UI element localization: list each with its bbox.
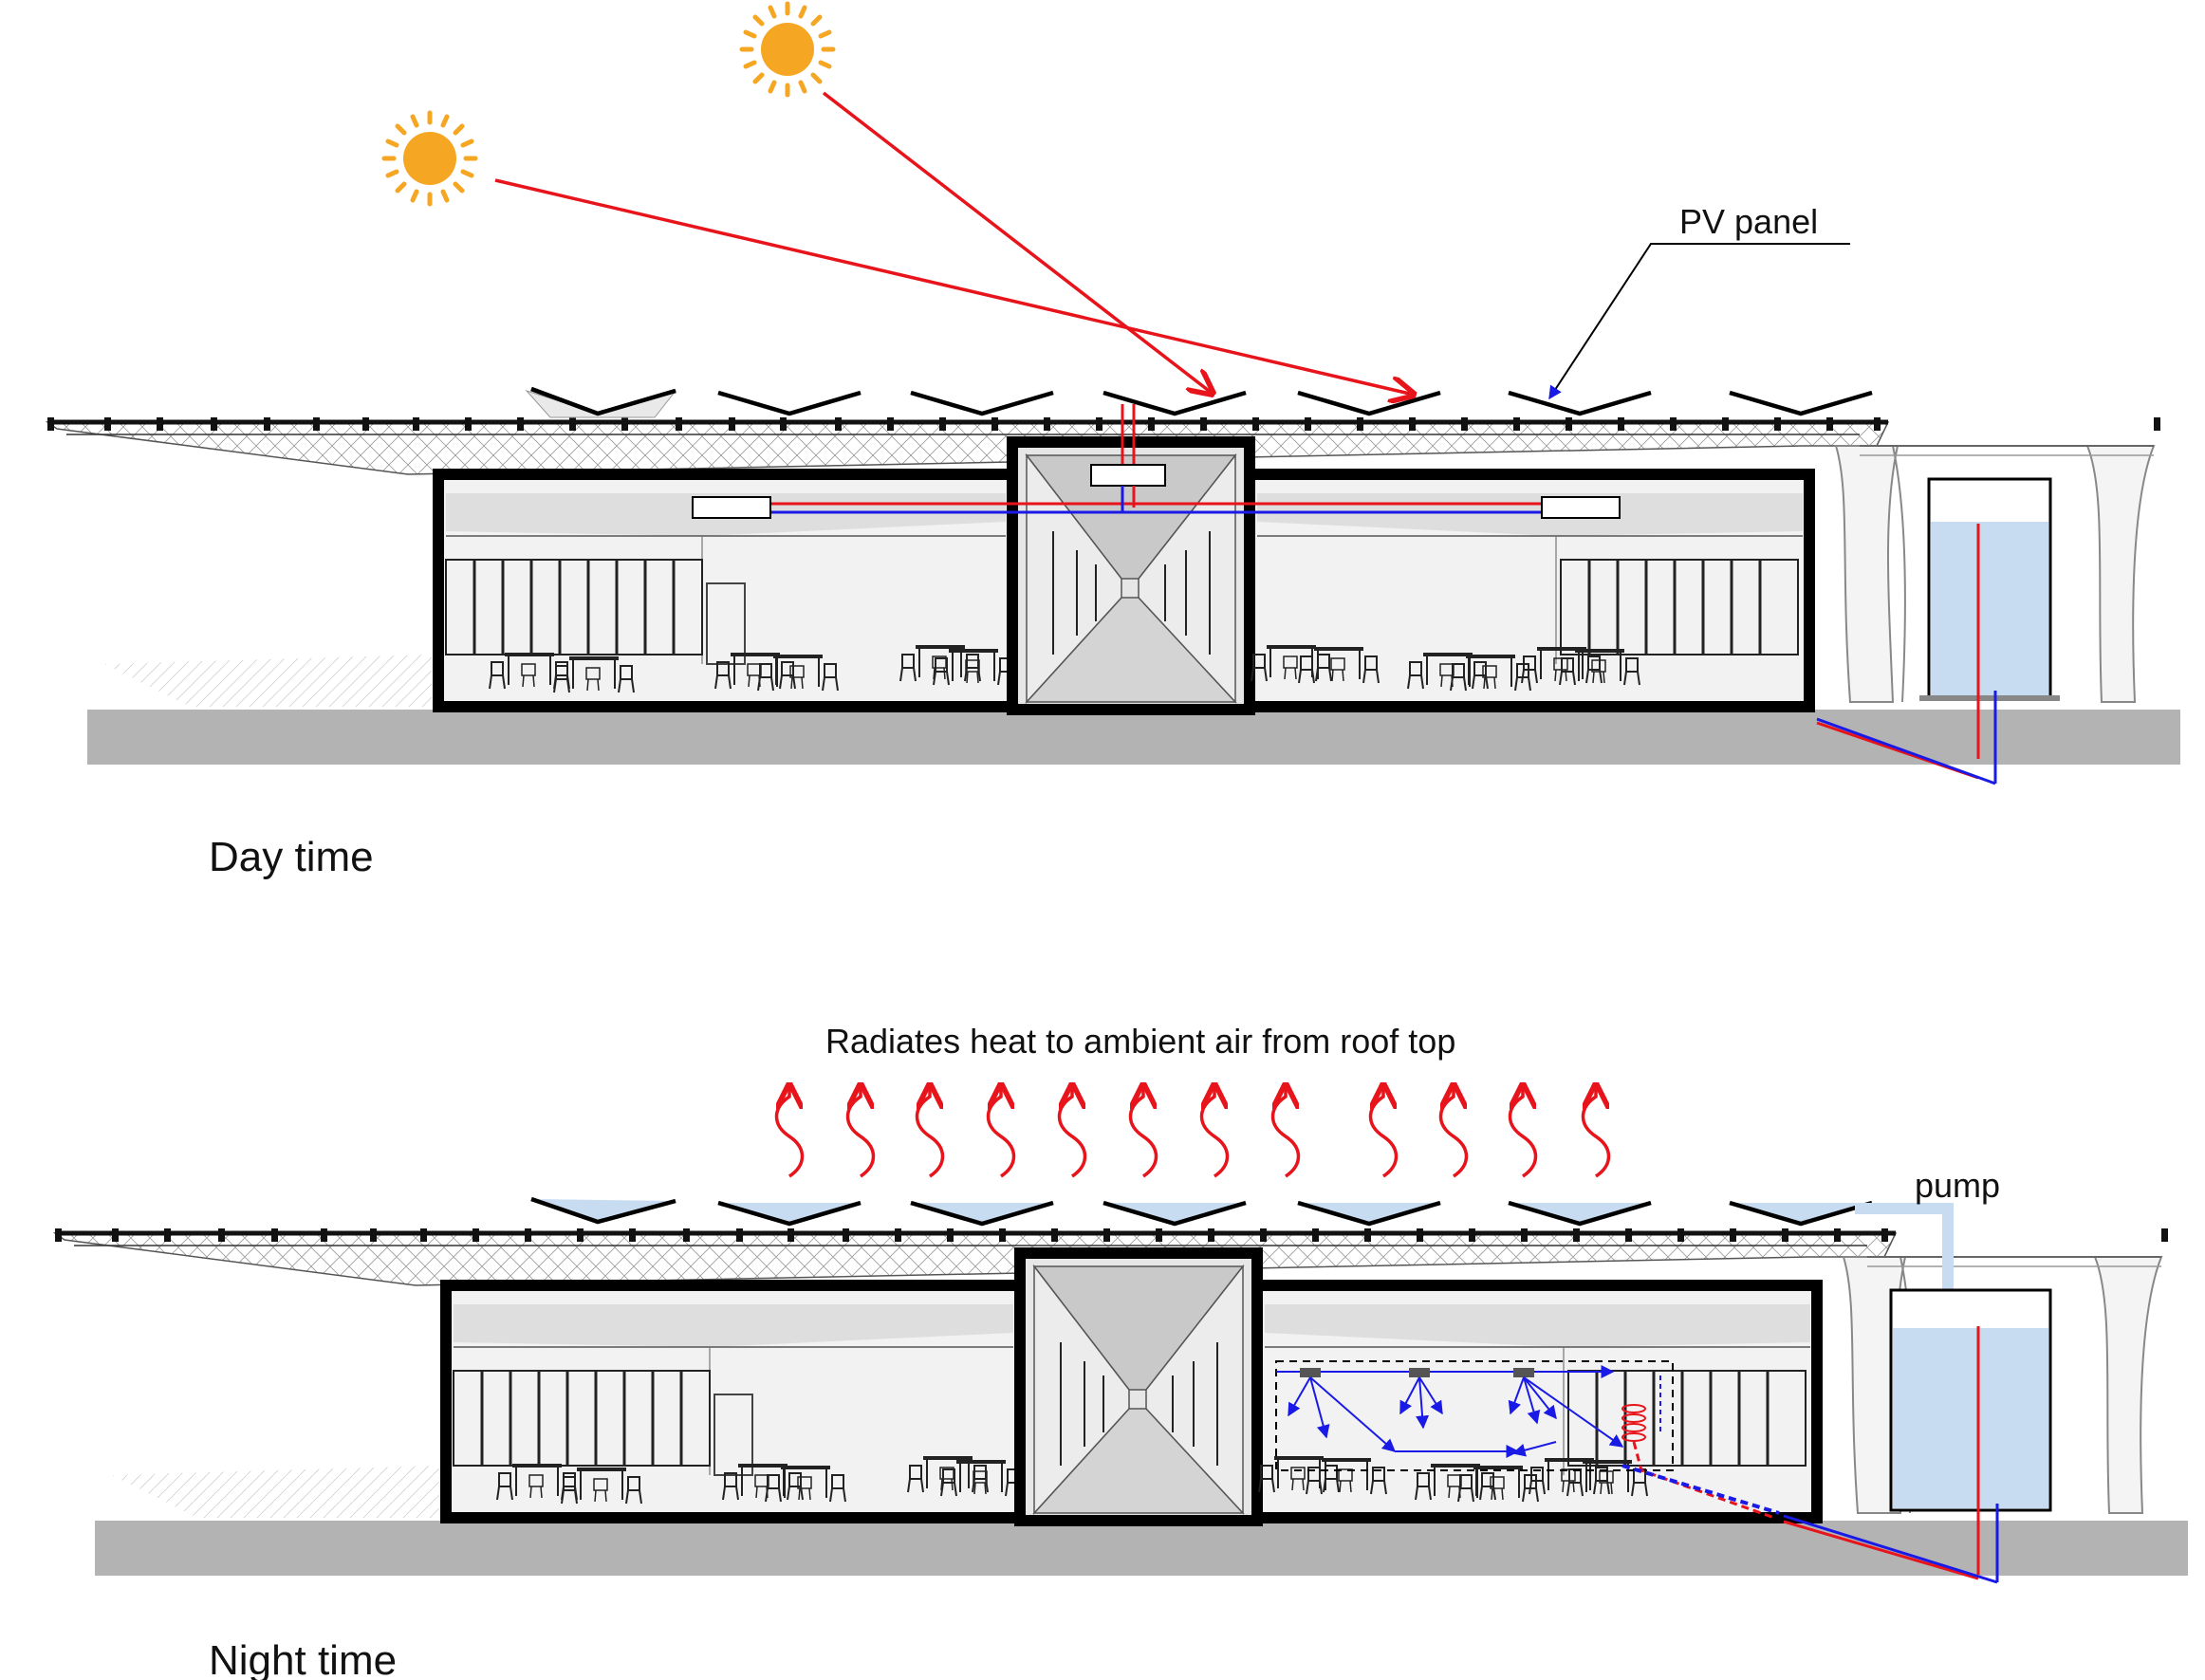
heat-wave-icon	[1060, 1085, 1085, 1176]
pump-pipe-icon	[1855, 1203, 1954, 1323]
heat-waves	[777, 1085, 1609, 1176]
day-water-tank	[1816, 477, 2060, 785]
heat-wave-icon	[1441, 1085, 1467, 1176]
night-time-caption: Night time	[209, 1637, 397, 1680]
sun-ray	[494, 178, 1414, 395]
air-diffuser-icon	[1513, 1368, 1534, 1377]
heat-wave-icon	[1584, 1085, 1609, 1176]
pv-panel-leader	[1548, 243, 1850, 400]
day-time-caption: Day time	[209, 834, 374, 880]
sun-icon	[384, 113, 475, 204]
heat-wave-icon	[848, 1085, 874, 1176]
sun-icon	[742, 4, 833, 95]
pump-label: pump	[1915, 1166, 2000, 1205]
heat-wave-icon	[917, 1085, 943, 1176]
water-tank-icon	[1893, 1328, 2048, 1508]
heat-wave-icon	[989, 1085, 1014, 1176]
heat-wave-icon	[777, 1085, 803, 1176]
air-diffuser-icon	[1300, 1368, 1321, 1377]
night-water-tank	[1783, 1288, 2052, 1584]
night-pv-panels	[530, 1196, 1872, 1224]
air-diffuser-icon	[1541, 496, 1621, 519]
day-scene: PV panel Day time	[47, 4, 2180, 880]
pv-panel-label: PV panel	[1679, 202, 1818, 241]
night-building-section	[55, 1228, 2188, 1576]
night-air-distribution	[1275, 1360, 1780, 1520]
heat-wave-icon	[1510, 1085, 1536, 1176]
day-piping	[692, 404, 1621, 519]
heat-wave-icon	[1202, 1085, 1228, 1176]
sun-ray	[822, 91, 1213, 394]
night-scene: Radiates heat to ambient air from roof t…	[55, 1022, 2188, 1680]
radiates-heat-caption: Radiates heat to ambient air from roof t…	[825, 1022, 1455, 1061]
heat-wave-icon	[1371, 1085, 1397, 1176]
air-diffuser-icon	[1090, 464, 1166, 487]
day-pv-panels	[525, 386, 1872, 418]
water-tank-icon	[1931, 522, 2048, 697]
air-diffuser-icon	[692, 496, 771, 519]
air-diffuser-icon	[1409, 1368, 1430, 1377]
heat-wave-icon	[1131, 1085, 1157, 1176]
heat-wave-icon	[1273, 1085, 1299, 1176]
